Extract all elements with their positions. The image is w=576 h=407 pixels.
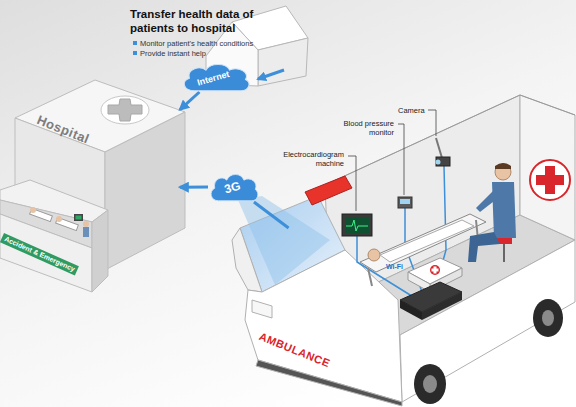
data-link-arrow <box>254 202 289 228</box>
label-box: Wi-Fi <box>386 263 403 271</box>
label-box: Monitor patient's health conditions <box>140 39 253 48</box>
cloud-node: 3G <box>208 172 260 202</box>
ambulance-vehicle: AMBULANCE <box>240 228 570 403</box>
department-sign: Accident & Emergency <box>0 233 79 276</box>
red-cross-emblem <box>536 166 564 194</box>
label-box: Blood pressure monitor <box>332 119 394 137</box>
data-arrow <box>258 70 284 79</box>
title: Transfer health data of patients to hosp… <box>130 8 295 36</box>
ecg-machine <box>342 214 372 236</box>
bullet <box>133 41 137 45</box>
camera <box>436 138 451 166</box>
wheel <box>414 299 563 404</box>
emergency-annex <box>0 180 108 292</box>
cloud-shape <box>211 175 258 201</box>
part-label: Blood pressure monitor <box>332 119 394 137</box>
paramedic <box>468 163 516 262</box>
node-text: Hospital <box>34 113 91 148</box>
connector-group <box>180 92 199 110</box>
signal-label: Wi-Fi <box>386 263 403 271</box>
data-link-arrow <box>180 186 208 189</box>
node-text: AMBULANCE <box>257 330 332 370</box>
cloud-node: Internet <box>180 62 252 92</box>
part-label: Electrocardiogram machine <box>262 150 344 168</box>
data-link-arrow <box>180 92 199 110</box>
label-box: Camera <box>398 106 425 115</box>
patient-on-stretcher <box>360 214 486 286</box>
connector-group <box>180 187 208 188</box>
label-box: Electrocardiogram machine <box>262 150 344 168</box>
red-cross-emblem <box>530 160 570 200</box>
blood-pressure-monitor <box>398 197 412 208</box>
transmitter-box <box>400 282 462 320</box>
bullet <box>133 51 137 55</box>
part-label: Camera <box>398 106 425 115</box>
cloud-shape <box>184 65 249 91</box>
label-box: Provide instant help <box>140 49 206 58</box>
label-box: Accident & Emergency <box>4 226 86 244</box>
ambulance-body <box>232 95 575 406</box>
bullet-text: Provide instant help <box>140 49 206 58</box>
connector-group <box>254 202 289 228</box>
bullet-text: Monitor patient's health conditions <box>140 39 253 48</box>
signal-beam <box>238 196 330 285</box>
title-box: Transfer health data of patients to hosp… <box>130 8 295 36</box>
